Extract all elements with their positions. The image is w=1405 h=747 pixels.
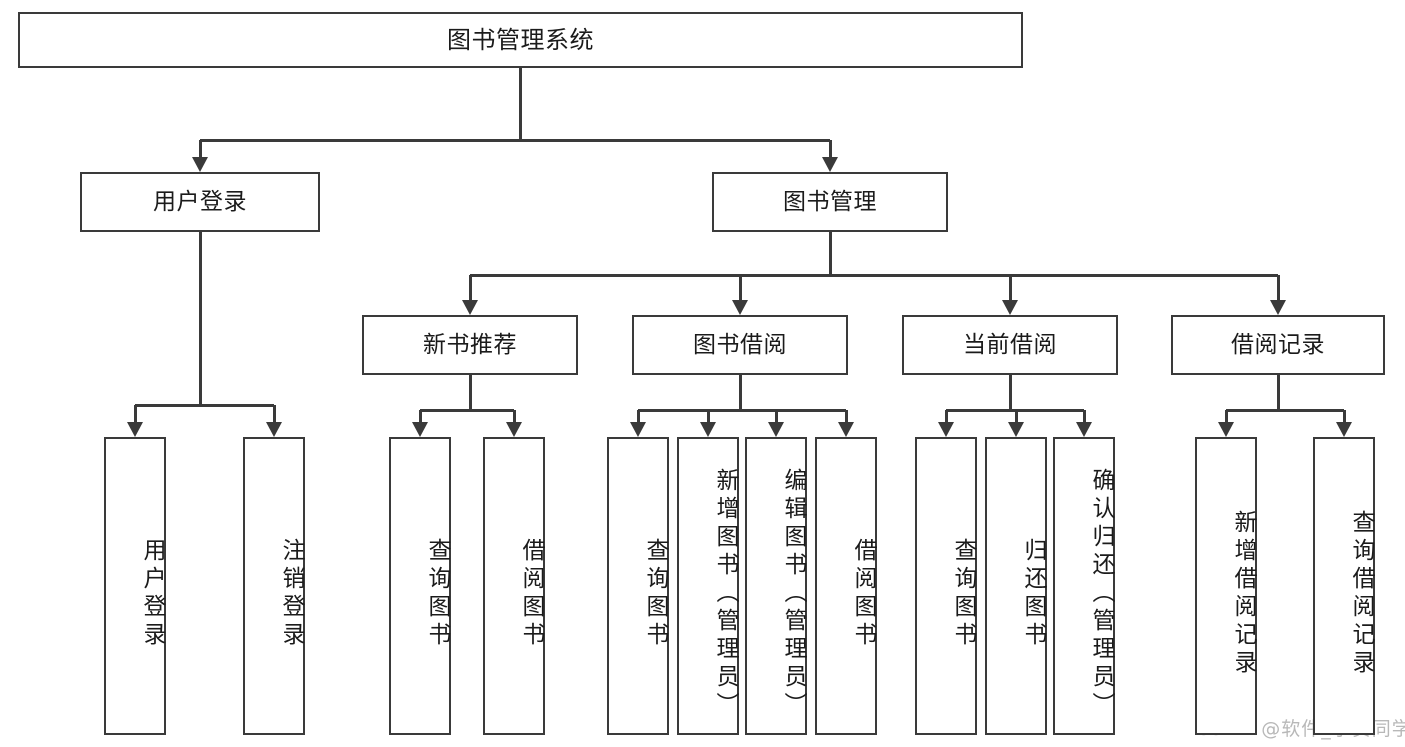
arrowhead-icon bbox=[838, 422, 854, 437]
connector-branch bbox=[272, 405, 276, 422]
connector-stem bbox=[468, 375, 472, 410]
connector-stem bbox=[1276, 375, 1280, 410]
node-label: 编辑图书（管理员） bbox=[780, 468, 806, 720]
connector-stem bbox=[1008, 375, 1012, 410]
connector-bus bbox=[638, 408, 846, 412]
connector-branch bbox=[636, 410, 640, 422]
connector-stem bbox=[738, 375, 742, 410]
node-label: 新增借阅记录 bbox=[1230, 510, 1256, 678]
node-label: 新增图书（管理员） bbox=[712, 468, 738, 720]
node-label: 新书推荐 bbox=[423, 331, 517, 358]
connector-stem bbox=[198, 232, 202, 405]
arrowhead-icon bbox=[506, 422, 522, 437]
node-root-system[interactable]: 图书管理系统 bbox=[18, 12, 1023, 68]
connector-stem bbox=[519, 68, 522, 140]
arrowhead-icon bbox=[127, 422, 143, 437]
arrowhead-icon bbox=[1270, 300, 1286, 315]
connector-branch bbox=[706, 410, 710, 422]
arrowhead-icon bbox=[700, 422, 716, 437]
connector-branch bbox=[1008, 275, 1012, 300]
arrowhead-icon bbox=[732, 300, 748, 315]
node-确认归还管理员-leaf[interactable]: 确认归还（管理员） bbox=[1053, 437, 1115, 735]
connector-branch bbox=[1342, 410, 1346, 422]
connector-bus bbox=[1226, 408, 1344, 412]
node-当前借阅-l3[interactable]: 当前借阅 bbox=[902, 315, 1118, 375]
arrowhead-icon bbox=[1076, 422, 1092, 437]
node-新书推荐-l3[interactable]: 新书推荐 bbox=[362, 315, 578, 375]
arrowhead-icon bbox=[266, 422, 282, 437]
node-label: 借阅图书 bbox=[850, 538, 876, 650]
arrowhead-icon bbox=[768, 422, 784, 437]
node-借阅图书-leaf[interactable]: 借阅图书 bbox=[483, 437, 545, 735]
node-用户登录-leaf[interactable]: 用户登录 bbox=[104, 437, 166, 735]
connector-branch bbox=[774, 410, 778, 422]
node-label: 当前借阅 bbox=[963, 331, 1057, 358]
connector-branch bbox=[944, 410, 948, 422]
arrowhead-icon bbox=[1336, 422, 1352, 437]
arrowhead-icon bbox=[462, 300, 478, 315]
connector-branch bbox=[844, 410, 848, 422]
connector-branch bbox=[512, 410, 516, 422]
node-label: 借阅图书 bbox=[518, 538, 544, 650]
node-label: 用户登录 bbox=[139, 538, 165, 650]
connector-bus bbox=[135, 403, 274, 407]
arrowhead-icon bbox=[412, 422, 428, 437]
node-用户登录-l2[interactable]: 用户登录 bbox=[80, 172, 320, 232]
node-查询图书-leaf[interactable]: 查询图书 bbox=[915, 437, 977, 735]
arrowhead-icon bbox=[938, 422, 954, 437]
connector-branch bbox=[1082, 410, 1086, 422]
arrowhead-icon bbox=[1002, 300, 1018, 315]
node-label: 图书借阅 bbox=[693, 331, 787, 358]
node-label: 图书管理系统 bbox=[447, 26, 594, 54]
arrowhead-icon bbox=[1008, 422, 1024, 437]
node-label: 查询图书 bbox=[424, 538, 450, 650]
node-label: 借阅记录 bbox=[1231, 331, 1325, 358]
connector-branch bbox=[468, 275, 472, 300]
connector-stem bbox=[828, 232, 832, 275]
node-label: 注销登录 bbox=[278, 538, 304, 650]
connector-branch bbox=[1224, 410, 1228, 422]
node-图书借阅-l3[interactable]: 图书借阅 bbox=[632, 315, 848, 375]
connector-branch bbox=[133, 405, 137, 422]
node-新增借阅记录-leaf[interactable]: 新增借阅记录 bbox=[1195, 437, 1257, 735]
node-编辑图书管理员-leaf[interactable]: 编辑图书（管理员） bbox=[745, 437, 807, 735]
connector-branch bbox=[828, 140, 832, 157]
node-label: 查询图书 bbox=[950, 538, 976, 650]
node-新增图书管理员-leaf[interactable]: 新增图书（管理员） bbox=[677, 437, 739, 735]
node-借阅图书-leaf[interactable]: 借阅图书 bbox=[815, 437, 877, 735]
node-label: 图书管理 bbox=[783, 188, 877, 215]
node-label: 归还图书 bbox=[1020, 538, 1046, 650]
connector-branch bbox=[1276, 275, 1280, 300]
node-label: 查询图书 bbox=[642, 538, 668, 650]
connector-branch bbox=[198, 140, 202, 157]
node-查询图书-leaf[interactable]: 查询图书 bbox=[607, 437, 669, 735]
node-查询借阅记录-leaf[interactable]: 查询借阅记录 bbox=[1313, 437, 1375, 735]
connector-branch bbox=[1014, 410, 1018, 422]
connector-branch bbox=[418, 410, 422, 422]
arrowhead-icon bbox=[1218, 422, 1234, 437]
node-注销登录-leaf[interactable]: 注销登录 bbox=[243, 437, 305, 735]
arrowhead-icon bbox=[192, 157, 208, 172]
node-归还图书-leaf[interactable]: 归还图书 bbox=[985, 437, 1047, 735]
node-label: 查询借阅记录 bbox=[1348, 510, 1374, 678]
connector-bus bbox=[420, 408, 514, 412]
connector-bus bbox=[200, 138, 830, 142]
connector-branch bbox=[738, 275, 742, 300]
arrowhead-icon bbox=[822, 157, 838, 172]
arrowhead-icon bbox=[630, 422, 646, 437]
node-图书管理-l2[interactable]: 图书管理 bbox=[712, 172, 948, 232]
connector-bus bbox=[470, 273, 1278, 277]
node-label: 确认归还（管理员） bbox=[1088, 468, 1114, 720]
node-查询图书-leaf[interactable]: 查询图书 bbox=[389, 437, 451, 735]
node-label: 用户登录 bbox=[153, 188, 247, 215]
node-借阅记录-l3[interactable]: 借阅记录 bbox=[1171, 315, 1385, 375]
